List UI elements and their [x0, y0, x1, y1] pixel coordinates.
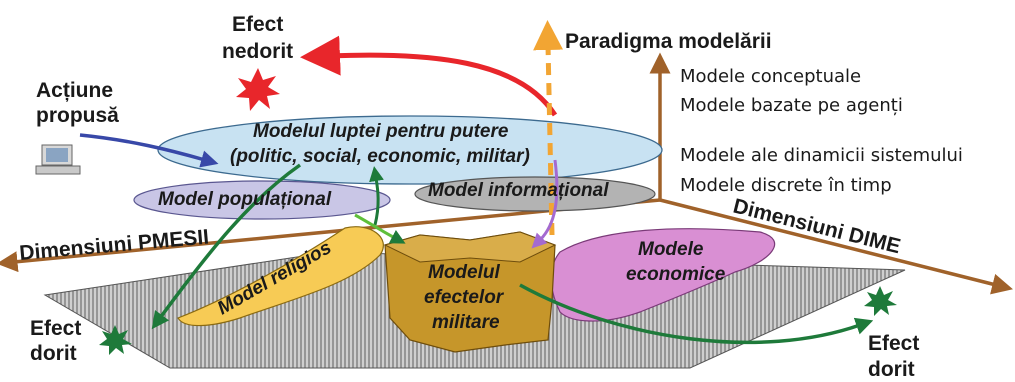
economic-model-shape — [550, 228, 776, 322]
economic-model-label-1: Modele — [638, 239, 704, 260]
action-input-arrow — [79, 133, 219, 168]
power-model-label-1: Modelul luptei pentru putere — [253, 121, 509, 142]
desired-effect-left-arrow — [151, 163, 302, 330]
desired-effect-left-label-1: Efect — [30, 317, 81, 340]
information-link-arrow — [531, 159, 559, 249]
population-model-label: Model populațional — [158, 189, 332, 210]
dime-axis — [659, 198, 1013, 295]
action-label-2: propusă — [36, 104, 119, 127]
undesired-effect-arrow — [300, 35, 558, 117]
military-model-label-3: militare — [432, 312, 500, 333]
undesired-effect-burst — [236, 68, 280, 111]
undesired-effect-label-1: Efect — [232, 13, 283, 36]
economic-model-label-2: economice — [626, 264, 726, 285]
military-model-label-2: efectelor — [424, 287, 505, 308]
paradigm-title: Paradigma modelării — [565, 30, 772, 53]
paradigm-level-1: Modele conceptuale — [680, 66, 861, 87]
informational-cloud — [414, 176, 656, 212]
desired-effect-right-label-1: Efect — [868, 332, 919, 355]
pmesii-axis-label: Dimensiuni PMESII — [18, 225, 209, 264]
military-model-label-1: Modelul — [428, 262, 500, 283]
informational-model-label: Model informațional — [428, 180, 609, 201]
paradigm-level-3: Modele ale dinamicii sistemului — [680, 145, 963, 166]
desired-effect-right-label-2: dorit — [868, 358, 915, 381]
computer-icon — [35, 144, 81, 175]
green-link-arrow — [354, 213, 406, 244]
religious-model-shape — [177, 226, 384, 327]
action-label-1: Acțiune — [36, 79, 113, 102]
paradigm-level-2: Modele bazate pe agenți — [680, 95, 903, 116]
power-struggle-cloud — [157, 115, 663, 185]
power-model-label-2: (politic, social, economic, militar) — [230, 146, 530, 167]
desired-effect-right-arrow — [519, 283, 874, 345]
military-model-top — [383, 231, 557, 263]
desired-effect-burst-left — [99, 325, 132, 355]
paradigm-level-4: Modele discrete în timp — [680, 175, 892, 196]
population-cloud — [133, 180, 391, 220]
desired-effect-left-label-2: dorit — [30, 342, 77, 365]
paradigm-dashed-arrow — [533, 20, 564, 236]
undesired-effect-label-2: nedorit — [222, 40, 293, 63]
desired-effect-burst-right — [864, 286, 897, 316]
military-to-religious-arrow — [369, 166, 384, 226]
